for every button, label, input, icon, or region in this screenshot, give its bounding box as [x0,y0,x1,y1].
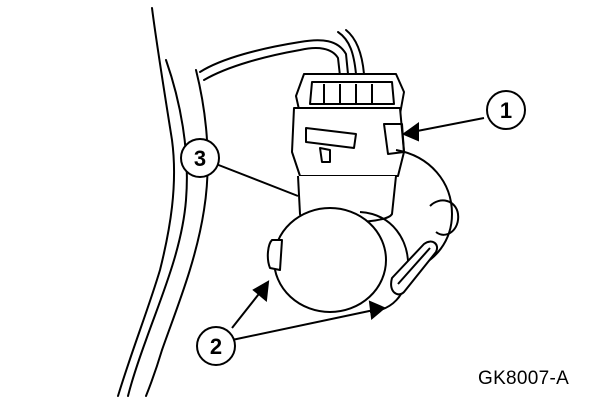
arrowhead-2b-icon [368,300,386,320]
callout-1-number: 1 [500,98,512,123]
leader-line-3 [215,163,299,197]
figure-id: GK8007-A [478,368,570,389]
arrowhead-1-icon [401,122,419,142]
electrical-connector [291,73,405,177]
body-panel [117,7,209,397]
callout-3: 3 [180,138,220,178]
callout-2-number: 2 [210,334,222,359]
leader-line-2b [231,309,375,341]
sensor-housing [266,149,460,313]
leader-line-1 [411,117,485,133]
arrowhead-2a-icon [252,280,270,302]
leader-line-2a [231,289,263,329]
callout-1: 1 [486,90,526,130]
wiring-harness [199,29,365,81]
leader-lines [215,117,485,341]
callout-3-number: 3 [194,146,206,171]
callout-2: 2 [196,326,236,366]
